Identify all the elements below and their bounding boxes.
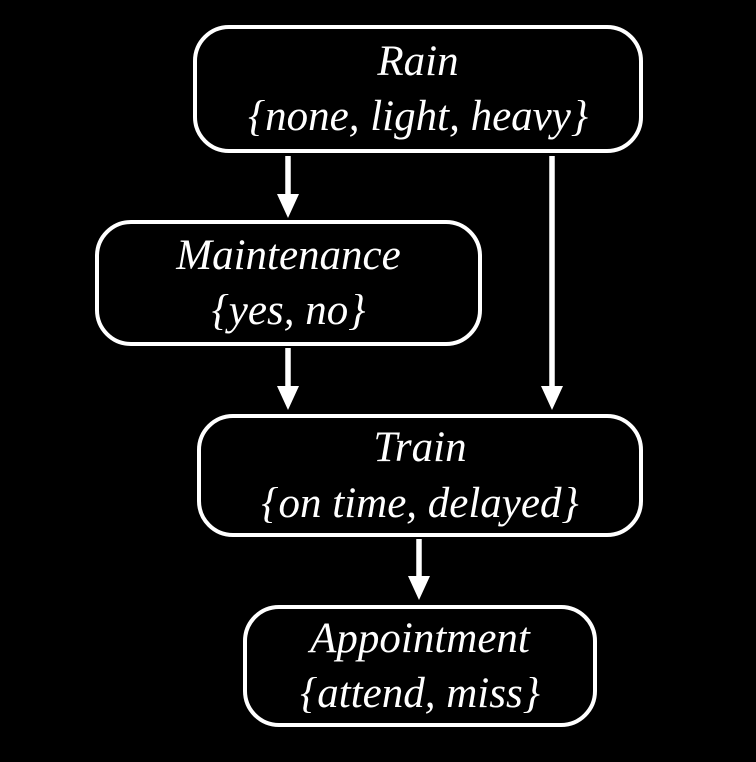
- node-train-title: Train: [373, 424, 467, 472]
- arrowhead-icon: [277, 194, 299, 218]
- edge-rain-to-maintenance: [277, 156, 299, 218]
- node-maintenance-title: Maintenance: [176, 231, 401, 279]
- node-train-values: {on time, delayed}: [261, 479, 579, 527]
- node-rain-values: {none, light, heavy}: [247, 93, 589, 140]
- node-maintenance-values: {yes, no}: [211, 287, 366, 334]
- node-appointment: Appointment {attend, miss}: [243, 605, 597, 727]
- node-rain-title: Rain: [377, 37, 459, 85]
- node-train: Train {on time, delayed}: [197, 414, 643, 537]
- node-rain: Rain {none, light, heavy}: [193, 25, 643, 153]
- node-maintenance: Maintenance {yes, no}: [95, 220, 482, 346]
- arrowhead-icon: [408, 576, 430, 600]
- edge-train-to-appointment: [408, 539, 430, 600]
- edge-maintenance-to-train: [277, 348, 299, 410]
- arrowhead-icon: [277, 386, 299, 410]
- arrowhead-icon: [541, 386, 563, 410]
- edge-rain-to-train: [541, 156, 563, 410]
- node-appointment-values: {attend, miss}: [300, 670, 540, 717]
- node-appointment-title: Appointment: [310, 614, 530, 662]
